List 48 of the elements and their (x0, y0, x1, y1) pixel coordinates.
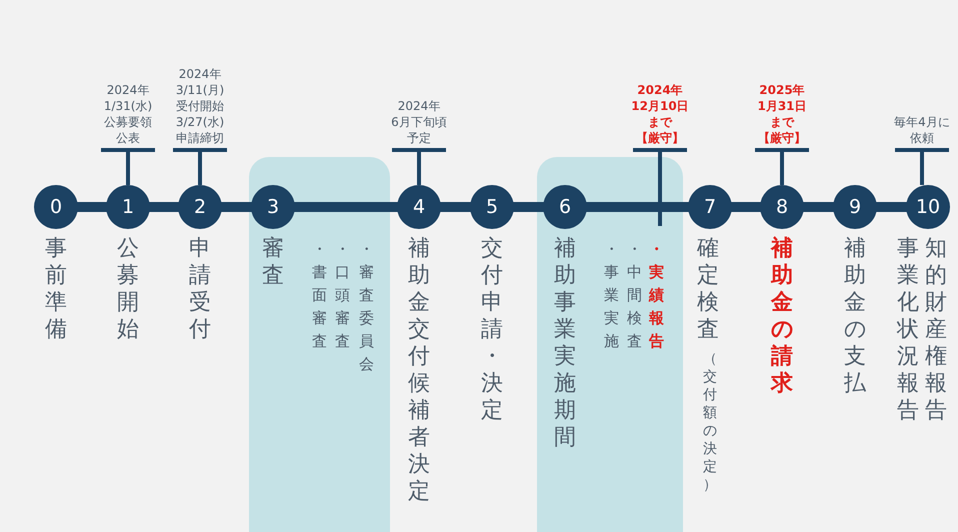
step-label: 公募開始 (117, 235, 139, 343)
step-circle: 10 (906, 185, 950, 229)
step-circle: 1 (106, 185, 150, 229)
step-label: 事前準備 (45, 235, 67, 343)
bullet-text: ・書面審査 (312, 239, 327, 352)
timeline-segment (440, 202, 471, 212)
step-circle: 8 (760, 185, 804, 229)
step-label: 補助事業実施期間 (554, 235, 576, 451)
bullet-text: ・中間検査 (627, 239, 642, 352)
step-label: 補助金交付候補者決定 (408, 235, 430, 505)
step-circle: 2 (178, 185, 222, 229)
step-label: 申請受付 (189, 235, 211, 343)
step-label: 補助金の請求 (771, 235, 793, 397)
timeline-segment (586, 202, 689, 212)
bullet-text: ・口頭審査 (335, 239, 350, 352)
phase-band (537, 157, 683, 532)
date-note: 2024年3/11(月)受付開始3/27(水)申請締切 (176, 66, 224, 146)
date-note: 毎年4月に依頼 (894, 114, 950, 146)
step-circle: 3 (251, 185, 295, 229)
step-label: 審査 (262, 235, 284, 289)
step-label: 知的財産権報告 (925, 235, 947, 424)
date-note: 2025年1月31日まで【厳守】 (757, 82, 807, 146)
timeline-segment (149, 202, 179, 212)
phase-band (249, 157, 390, 532)
date-note: 2024年6月下旬頃予定 (391, 98, 447, 146)
step-label: 補助金の支払 (844, 235, 866, 397)
step-label: 確定検査 (697, 235, 719, 343)
step-label: （交付額の決定） (703, 350, 717, 494)
timeline-segment (513, 202, 544, 212)
bullet-text: ・実績報告 (649, 239, 664, 352)
timeline-segment (294, 202, 398, 212)
step-circle: 7 (688, 185, 732, 229)
step-circle: 0 (34, 185, 78, 229)
step-circle: 4 (397, 185, 441, 229)
timeline-segment (731, 202, 761, 212)
timeline-segment (803, 202, 834, 212)
step-label: 事業化状況報告 (897, 235, 919, 424)
timeline-segment (221, 202, 252, 212)
step-circle: 9 (833, 185, 877, 229)
step-circle: 5 (470, 185, 514, 229)
step-circle: 6 (543, 185, 587, 229)
step-label: 交付申請・決定 (481, 235, 503, 424)
date-note: 2024年12月10日まで【厳守】 (631, 82, 689, 146)
timeline-segment (77, 202, 107, 212)
bullet-text: ・審査委員会 (359, 239, 374, 375)
timeline-segment (876, 202, 907, 212)
bullet-text: ・事業実施 (604, 239, 619, 352)
date-note: 2024年1/31(水)公募要領公表 (104, 82, 152, 146)
